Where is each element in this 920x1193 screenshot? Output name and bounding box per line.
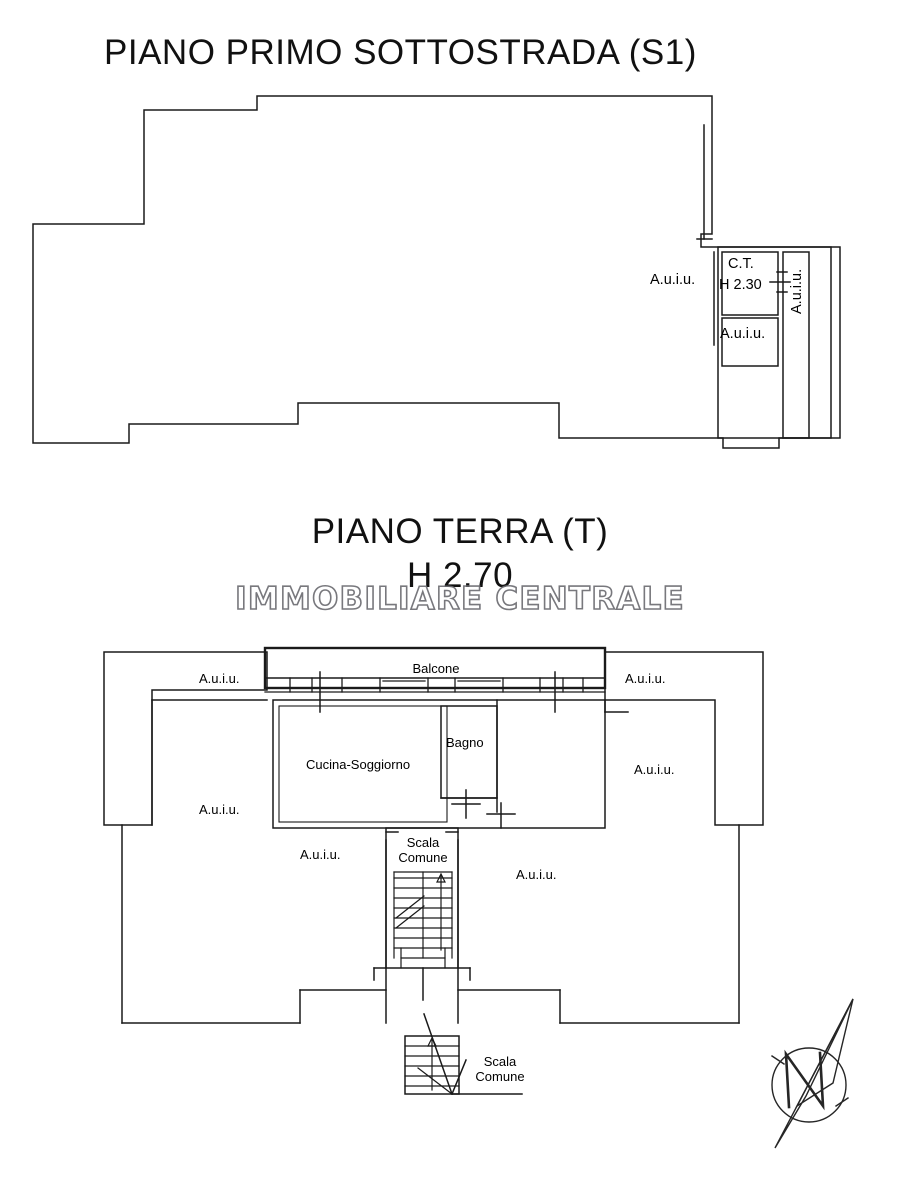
area-top-right-label: A.u.i.u. (625, 671, 666, 686)
stair-leader-2 (423, 1013, 453, 1095)
balcony-openings (264, 677, 606, 693)
area-mid-left-label: A.u.i.u. (199, 802, 240, 817)
stair-treads-lower (404, 1045, 460, 1087)
annex-outer (717, 246, 832, 439)
stair-up-arrowhead-upper (436, 872, 446, 883)
stairs-lower-label-line2: Comune (475, 1069, 525, 1084)
area-top-left-label: A.u.i.u. (199, 671, 240, 686)
lower-plan-title: PIANO TERRA (T) (311, 512, 609, 551)
watermark-immobiliare-centrale: IMMOBILIARE CENTRALE (234, 580, 685, 618)
area-low-right-label: A.u.i.u. (516, 867, 557, 882)
cucina-soggiorno-label: Cucina-Soggiorno (306, 757, 411, 772)
stair-treads-upper (393, 871, 453, 969)
stairs-lower-label-line1: Scala (483, 1054, 517, 1069)
stairs-upper-label-line1: Scala (406, 835, 440, 850)
upper-plan-title: PIANO PRIMO SOTTOSTRADA (S1) (104, 33, 697, 72)
annex-lower-area-label: A.u.i.u. (720, 326, 766, 342)
stair-leader-3 (451, 1059, 467, 1095)
stair-diag-lower (417, 1067, 453, 1095)
upper-main-area-label: A.u.i.u. (650, 272, 696, 288)
balcony-label: Balcone (412, 661, 460, 676)
upper-plan-outline (32, 95, 841, 449)
lower-left-wing (103, 651, 268, 826)
ct-room-label: C.T. (728, 256, 754, 272)
stairs-upper-label-line2: Comune (398, 850, 448, 865)
stairwell-lower (404, 1035, 460, 1095)
area-mid-right-label: A.u.i.u. (634, 762, 675, 777)
stair-break-line-b (395, 895, 425, 919)
area-low-left-label: A.u.i.u. (300, 847, 341, 862)
north-arrow-icon (771, 998, 854, 1149)
annex-corridor-label: A.u.i.u. (789, 268, 805, 314)
stair-break-line (395, 905, 425, 929)
bagno-room (440, 705, 498, 799)
ct-height-label: H 2.30 (719, 277, 762, 293)
bagno-label: Bagno (446, 735, 484, 750)
stair-up-arrowhead-lower (427, 1036, 437, 1047)
lower-plan-height: H 2.70 (406, 556, 514, 595)
